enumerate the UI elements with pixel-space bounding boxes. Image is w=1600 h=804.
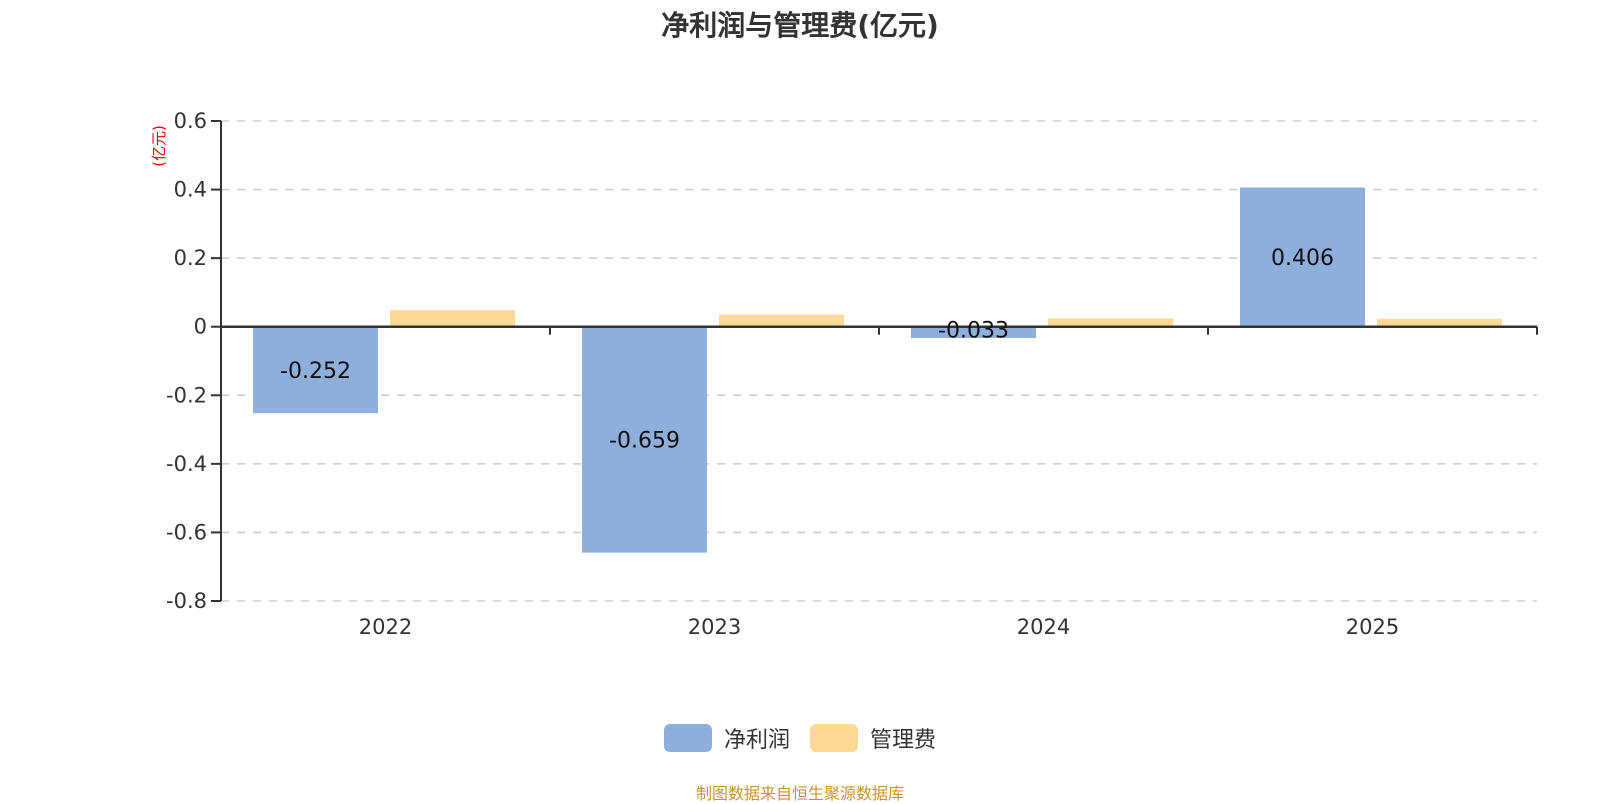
bar-value-label: 0.406 — [1271, 246, 1334, 271]
grid-lines — [221, 120, 1537, 602]
legend-label-admin-expense: 管理费 — [870, 728, 937, 753]
chart-title: 净利润与管理费(亿元) — [661, 9, 939, 42]
bar-admin-expense — [1048, 318, 1173, 327]
bar-value-label: -0.659 — [609, 429, 680, 454]
legend-item-admin-expense[interactable]: 管理费 — [810, 722, 936, 754]
bar-net-profit — [911, 326, 1036, 339]
bar-value-label: -0.033 — [938, 319, 1009, 344]
bar-admin-expense — [1377, 318, 1502, 327]
bar-net-profit — [582, 326, 707, 553]
source-note: 制图数据来自恒生聚源数据库 — [695, 784, 904, 803]
y-axis-unit-label: (亿元) — [150, 125, 168, 167]
x-tick-label: 2023 — [688, 615, 741, 639]
y-tick-label: 0.6 — [174, 109, 207, 133]
y-tick-label: 0.2 — [174, 246, 207, 270]
x-tick-label: 2022 — [359, 615, 412, 639]
bars — [253, 187, 1502, 553]
legend-label-net-profit: 净利润 — [723, 728, 790, 753]
x-tick-label: 2025 — [1346, 615, 1399, 639]
axes — [211, 120, 1538, 602]
bar-admin-expense — [719, 314, 844, 327]
legend-swatch-net-profit — [663, 724, 712, 752]
y-tick-label: -0.8 — [166, 589, 207, 613]
bar-admin-expense — [390, 310, 515, 327]
legend: 净利润 管理费 — [0, 722, 1600, 754]
y-tick-label: 0.4 — [174, 178, 207, 202]
y-tick-label: -0.6 — [166, 520, 207, 544]
bar-net-profit — [253, 326, 378, 414]
y-tick-label: -0.4 — [166, 452, 207, 476]
legend-swatch-admin-expense — [810, 724, 858, 752]
y-tick-label: -0.2 — [166, 383, 207, 407]
legend-item-net-profit[interactable]: 净利润 — [663, 722, 790, 754]
labels: 0.6 0.4 0.2 0 -0.2 -0.4 -0.6 -0.8 (亿元) -0.252 2022… — [150, 109, 1399, 639]
bar-net-profit — [1240, 187, 1365, 327]
bar-value-label: -0.252 — [280, 359, 351, 384]
y-tick-label: 0 — [194, 315, 207, 339]
x-tick-label: 2024 — [1017, 615, 1070, 639]
